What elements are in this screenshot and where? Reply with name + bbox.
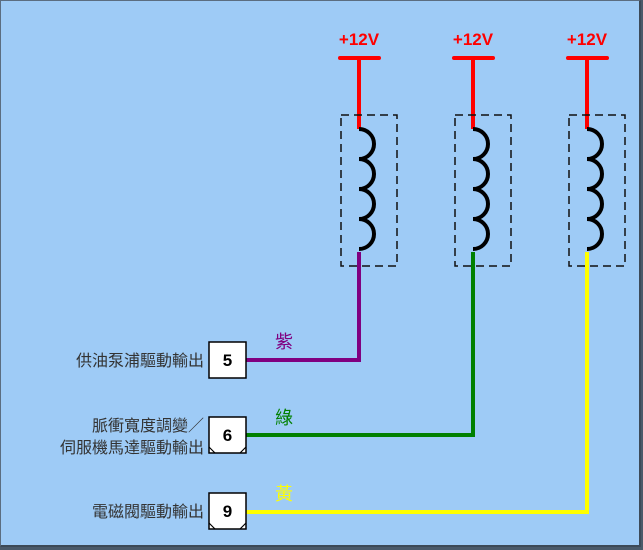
- pin-box: [208, 492, 247, 530]
- supply-label-1: +12V: [339, 30, 380, 49]
- wire-label-purple: 紫: [275, 332, 293, 353]
- pin-6-description-line1: 脈衝寬度調變／: [92, 416, 204, 435]
- pin-6-description-line2: 伺服機馬達驅動輸出: [60, 438, 204, 457]
- supply-label-3: +12V: [567, 30, 608, 49]
- pin-number: 9: [223, 502, 232, 521]
- coil-box-3: [568, 114, 626, 267]
- pin-box: [208, 341, 247, 379]
- wire-green: [246, 252, 475, 437]
- pin-5: 5: [208, 341, 247, 379]
- coil-box-1: [340, 114, 398, 267]
- pin-number: 5: [223, 351, 232, 370]
- pin-box: [208, 416, 247, 454]
- pin-6: 6: [208, 416, 247, 454]
- pin-corner-marks: [208, 446, 247, 454]
- wire-yellow: [246, 252, 589, 514]
- coil-1: [358, 127, 376, 251]
- coil-box-2: [454, 114, 512, 267]
- pin-corner-marks: [208, 522, 247, 530]
- coil-3: [586, 127, 604, 251]
- wire-label-green: 綠: [275, 408, 293, 429]
- wire-purple: [246, 252, 361, 362]
- wire-label-yellow: 黃: [275, 484, 293, 505]
- coil-2: [472, 127, 490, 251]
- pin-9: 9: [208, 492, 247, 530]
- pin-5-description: 供油泵浦驅動輸出: [76, 351, 204, 370]
- pin-9-description: 電磁閥驅動輸出: [92, 502, 204, 521]
- pin-number: 6: [223, 426, 232, 445]
- supply-label-2: +12V: [453, 30, 494, 49]
